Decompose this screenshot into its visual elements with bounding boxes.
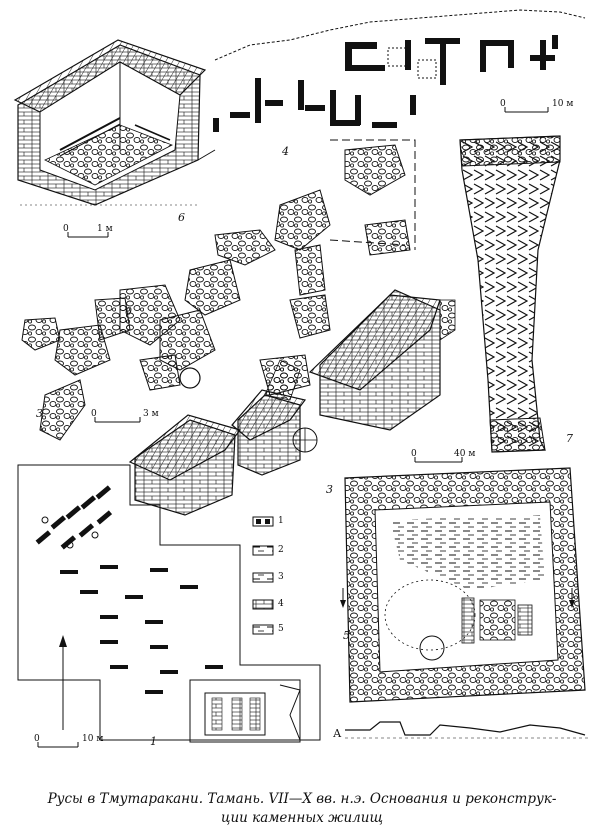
rubble-foundations-0 xyxy=(21,144,411,441)
scale-40-unit: 40 м xyxy=(454,449,476,459)
scale-3-zero: 0 xyxy=(91,409,97,419)
settlement-reconstruction-3 xyxy=(128,289,456,516)
scale-4-zero: 0 xyxy=(500,99,506,109)
figure-label-0: 0 xyxy=(125,305,132,318)
scale-bar-40 xyxy=(414,457,463,463)
figure-label-5: 5 xyxy=(343,629,350,642)
figure-label-1: 1 xyxy=(150,735,157,748)
herringbone-wall-7 xyxy=(459,135,561,453)
house-reconstruction-6 xyxy=(13,39,216,206)
hearth-ring xyxy=(179,367,201,389)
scale-bar-6 xyxy=(67,232,109,238)
figure-label-3-rubble: 3 xyxy=(36,407,43,420)
caption-line-2: ции каменных жилищ xyxy=(221,810,383,826)
figure-label-6: 6 xyxy=(178,211,185,224)
legend-number-2: 2 xyxy=(278,545,284,555)
scale-bar-1 xyxy=(37,742,79,748)
figure-caption: Русы в Тмутаракани. Тамань. VII—X вв. н.… xyxy=(22,790,582,828)
legend-number-1: 1 xyxy=(278,516,284,526)
scale-1-zero: 0 xyxy=(34,734,40,744)
legend-number-3: 3 xyxy=(278,572,284,582)
scale-1-unit: 10 м xyxy=(82,734,104,744)
legend-number-4: 4 xyxy=(278,599,284,609)
figure-label-7: 7 xyxy=(566,432,573,445)
legend-number-5: 5 xyxy=(278,624,284,634)
section-mark: А xyxy=(333,727,342,740)
scale-6-zero: 0 xyxy=(63,224,69,234)
scale-6-unit: 1 м xyxy=(97,224,113,234)
site-plan-1 xyxy=(17,464,321,743)
scale-40-zero: 0 xyxy=(411,449,417,459)
scale-3-unit: 3 м xyxy=(143,409,159,419)
scale-bar-3 xyxy=(94,417,141,423)
scale-4-unit: 10 м xyxy=(552,99,574,109)
legend-swatches xyxy=(252,516,274,635)
stone-house-plan-5 xyxy=(340,467,588,739)
figure-label-4: 4 xyxy=(282,145,289,158)
caption-line-1: Русы в Тмутаракани. Тамань. VII—X вв. н.… xyxy=(47,791,557,807)
figure-label-3-houses: 3 xyxy=(326,483,333,496)
wall-plan-4 xyxy=(213,9,586,132)
scale-bar-4 xyxy=(504,107,549,113)
